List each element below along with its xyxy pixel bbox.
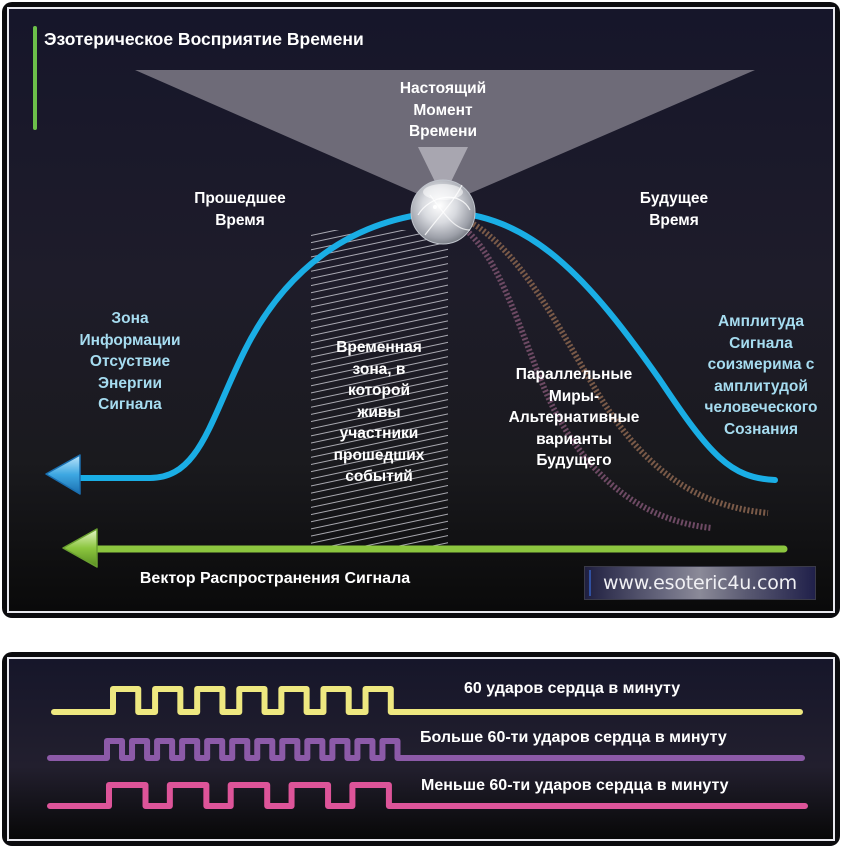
- amplitude-label: Амплитуда Сигнала соизмерима с амплитудо…: [704, 313, 818, 438]
- future-time-label: Будущее Время: [639, 190, 709, 229]
- signal-arrow-head: [45, 454, 81, 495]
- parallel-worlds-label: Параллельные Миры- Альтернативные вариан…: [508, 366, 640, 469]
- focus-cone: [418, 147, 468, 190]
- diagram-canvas: [45, 70, 788, 568]
- parallel-world-curve-1: [468, 219, 769, 516]
- perception-cone: [135, 70, 755, 205]
- title-accent-bar: [33, 26, 37, 130]
- time-zone-hatch: [311, 230, 448, 550]
- past-time-label: Прошедшее Время: [194, 190, 286, 229]
- pulse-label-60: 60 ударов сердца в минуту: [464, 680, 681, 697]
- present-moment-sphere-icon: [410, 179, 476, 245]
- website-watermark: www.esoteric4u.com: [584, 566, 816, 600]
- info-zone-label: Зона Информации Отсуствие Энергии Сигнал…: [79, 310, 181, 413]
- pulse-label-below-60: Меньше 60-ти ударов сердца в минуту: [421, 777, 729, 794]
- heartbeat-frame: [7, 657, 835, 841]
- signal-vector-label: Вектор Распространения Сигнала: [139, 570, 411, 587]
- time-zone-label: Временная зона, в которой живы участники…: [333, 339, 425, 485]
- signal-vector-arrow-head: [62, 528, 98, 568]
- present-moment-label: Настоящий Момент Времени: [399, 80, 487, 140]
- diagram-title: Эзотерическое Восприятие Времени: [44, 29, 364, 49]
- pulse-label-above-60: Больше 60-ти ударов сердца в минуту: [420, 729, 727, 746]
- heartbeat-panel: [2, 652, 840, 846]
